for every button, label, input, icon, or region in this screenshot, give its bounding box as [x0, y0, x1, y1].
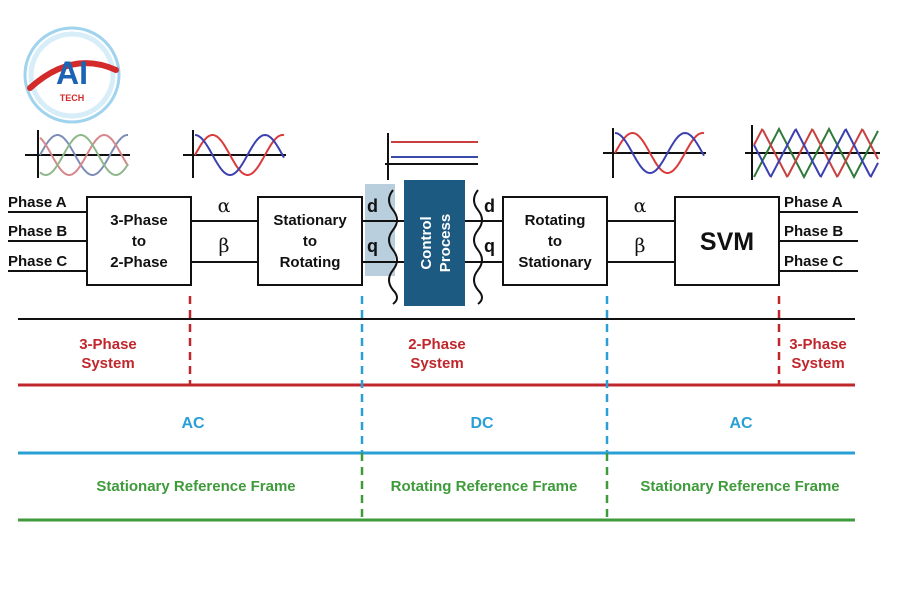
park-line-3: Rotating: [280, 254, 341, 271]
clarke-transform-block: 3-Phase to 2-Phase: [86, 196, 192, 286]
beta-label-2: β: [635, 235, 646, 257]
alpha-label-1: α: [218, 195, 231, 217]
frame-right: Stationary Reference Frame: [640, 478, 839, 495]
system-middle-line-1: 2-Phase: [408, 336, 466, 353]
inv-park-line-1: Rotating: [525, 212, 586, 229]
system-right-line-2: System: [791, 355, 844, 372]
park-line-2: to: [303, 233, 317, 250]
inv-park-line-2: to: [548, 233, 562, 250]
inv-park-line-3: Stationary: [518, 254, 592, 271]
dq-output-link: d q: [465, 189, 503, 305]
clarke-line-3: 2-Phase: [110, 254, 168, 271]
system-middle-line-2: System: [410, 355, 463, 372]
logo-subtext: TECH: [60, 93, 85, 103]
current-row: AC DC AC: [181, 415, 753, 432]
clarke-line-2: to: [132, 233, 146, 250]
input-phase-a-label: Phase A: [8, 194, 67, 211]
output-phase-a-label: Phase A: [784, 194, 843, 211]
current-middle: DC: [470, 415, 494, 432]
control-process-block: Control Process: [404, 180, 465, 306]
system-left-line-2: System: [81, 355, 134, 372]
waveform-dq-dc: [385, 133, 478, 180]
frame-middle: Rotating Reference Frame: [391, 478, 578, 495]
frame-row: Stationary Reference Frame Rotating Refe…: [96, 478, 839, 495]
logo: AI TECH: [23, 26, 121, 124]
waveform-three-phase-input: [25, 130, 130, 178]
logo-mark: AI: [56, 55, 88, 91]
waveform-alpha-beta: [183, 130, 286, 178]
park-transform-block: Stationary to Rotating: [257, 196, 363, 286]
beta-label-1: β: [219, 235, 230, 257]
output-phases: Phase A Phase B Phase C: [779, 194, 858, 272]
alpha-label-2: α: [634, 195, 647, 217]
output-phase-c-label: Phase C: [784, 253, 843, 270]
dq-input-link: d q: [362, 184, 405, 305]
d-label-in: d: [367, 196, 378, 216]
waveform-three-phase-output: [745, 125, 880, 180]
svm-block: SVM: [674, 196, 780, 286]
control-line-2: Process: [437, 214, 454, 272]
park-line-1: Stationary: [273, 212, 347, 229]
inverse-park-block: Rotating to Stationary: [502, 196, 608, 286]
q-label-out: q: [484, 236, 495, 256]
system-left-line-1: 3-Phase: [79, 336, 137, 353]
system-row: 3-Phase System 2-Phase System 3-Phase Sy…: [79, 336, 847, 372]
input-phase-b-label: Phase B: [8, 223, 67, 240]
d-label-out: d: [484, 196, 495, 216]
frame-left: Stationary Reference Frame: [96, 478, 295, 495]
svm-label: SVM: [700, 228, 754, 256]
input-phase-c-label: Phase C: [8, 253, 67, 270]
q-label-in: q: [367, 236, 378, 256]
input-phases: Phase A Phase B Phase C: [8, 194, 87, 272]
clarke-line-1: 3-Phase: [110, 212, 168, 229]
alpha-beta-link-1: α β: [191, 195, 258, 263]
waveform-alpha-beta-output: [603, 128, 706, 178]
alpha-beta-link-2: α β: [607, 195, 675, 263]
current-left: AC: [181, 415, 205, 432]
output-phase-b-label: Phase B: [784, 223, 843, 240]
control-line-1: Control: [418, 216, 435, 269]
current-right: AC: [729, 415, 753, 432]
system-right-line-1: 3-Phase: [789, 336, 847, 353]
